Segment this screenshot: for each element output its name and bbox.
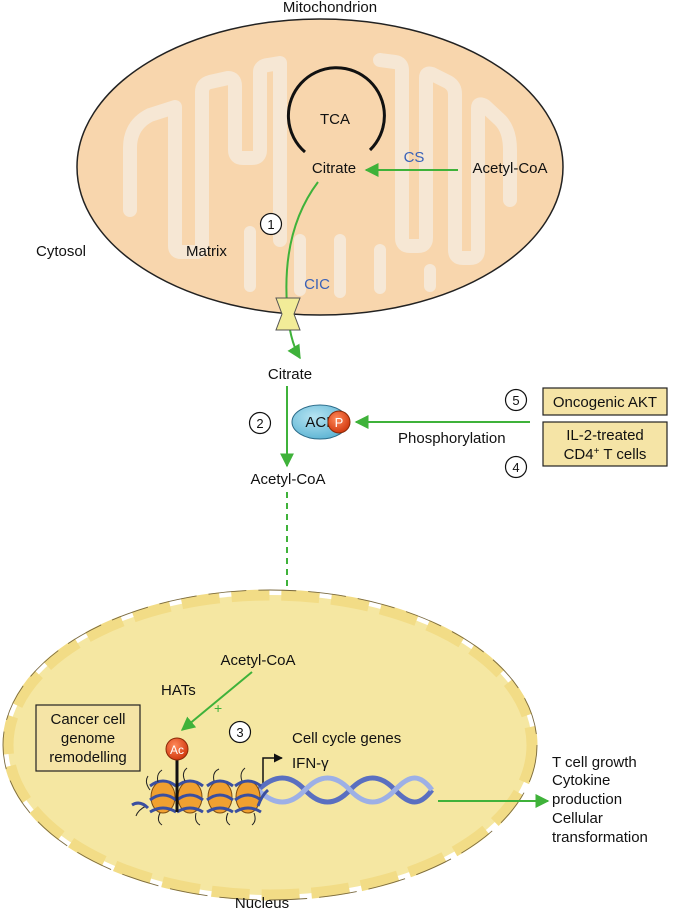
step-2-marker: 2 <box>248 411 272 435</box>
citrate-export-arrow <box>285 181 319 360</box>
outcome-line: production <box>552 791 622 808</box>
tca-cycle <box>286 66 386 154</box>
nucleosome <box>234 779 262 814</box>
svg-text:3: 3 <box>236 725 243 740</box>
phosphate-group: P <box>327 410 351 434</box>
svg-text:Cancer cell: Cancer cell <box>50 711 125 728</box>
oncogenic-akt-box: Oncogenic AKT <box>542 387 668 416</box>
transcription-start-arrow <box>262 753 283 788</box>
acetyl-mark: Ac <box>165 737 189 761</box>
step-1-marker: 1 <box>259 212 283 236</box>
step-4-marker: 4 <box>504 455 528 479</box>
nuclear-envelope-outline <box>2 589 538 901</box>
nucleus <box>2 589 538 901</box>
mitochondrion-cristae-lower <box>244 226 436 298</box>
outcome-line: Cellular <box>552 810 603 827</box>
svg-text:remodelling: remodelling <box>49 749 127 766</box>
cs-enzyme-label: CS <box>404 149 425 166</box>
outcome-line: transformation <box>552 829 648 846</box>
cic-transporter-label: CIC <box>304 276 330 293</box>
svg-text:IL-2-treated: IL-2-treated <box>566 427 644 444</box>
nucleus-label: Nucleus <box>235 895 289 912</box>
nucleus-body <box>8 595 532 895</box>
cell-cycle-genes-label: Cell cycle genes <box>292 730 401 747</box>
dna-helix <box>256 775 434 805</box>
svg-text:CD4+ T cells: CD4+ T cells <box>564 446 647 463</box>
step-5-marker: 5 <box>504 388 528 412</box>
svg-text:5: 5 <box>512 393 519 408</box>
svg-text:2: 2 <box>256 416 263 431</box>
nucleosome <box>176 779 204 814</box>
nuclear-envelope-pores <box>2 589 538 901</box>
tca-label: TCA <box>320 111 350 128</box>
linker-dna <box>131 788 270 810</box>
nucleosomes <box>131 767 270 826</box>
cancer-genome-remodelling-box: Cancer cell genome remodelling <box>35 704 141 772</box>
acetylcoa-nuc-label: Acetyl-CoA <box>220 652 295 669</box>
svg-text:1: 1 <box>267 217 274 232</box>
mitochondrion-cristae <box>123 53 517 265</box>
hats-label: HATs <box>161 682 196 699</box>
plus-sign: + <box>214 700 222 716</box>
mitochondrion <box>76 18 564 316</box>
acetylcoa-cyto-label: Acetyl-CoA <box>250 471 325 488</box>
nucleosome <box>206 779 234 814</box>
outcome-line: T cell growth <box>552 754 637 771</box>
nucleosome <box>149 779 177 814</box>
step-3-marker: 3 <box>228 720 252 744</box>
matrix-label: Matrix <box>186 243 227 260</box>
ifn-gamma-label: IFN-γ <box>292 755 329 772</box>
acl-label: ACL <box>305 414 334 431</box>
citrate-cyto-label: Citrate <box>268 366 312 383</box>
acetyl-label: Ac <box>170 743 184 757</box>
svg-text:genome: genome <box>61 730 115 747</box>
svg-text:4: 4 <box>512 460 519 475</box>
acetylcoa-mito-label: Acetyl-CoA <box>472 160 547 177</box>
hat-acetylation-arrow <box>180 671 253 731</box>
svg-text:Oncogenic AKT: Oncogenic AKT <box>553 394 657 411</box>
cytosol-label: Cytosol <box>36 243 86 260</box>
cic-transporter <box>275 297 301 331</box>
phosphorylation-label: Phosphorylation <box>398 430 506 447</box>
citrate-mito-label: Citrate <box>312 160 356 177</box>
outcomes-list: T cell growth Cytokine production Cellul… <box>552 754 648 846</box>
histone-tails <box>135 767 256 826</box>
phosphate-label: P <box>335 415 344 430</box>
mitochondrion-label: Mitochondrion <box>283 0 377 16</box>
il2-treated-box: IL-2-treated CD4+ T cells <box>542 421 668 467</box>
outcome-line: Cytokine <box>552 772 610 789</box>
